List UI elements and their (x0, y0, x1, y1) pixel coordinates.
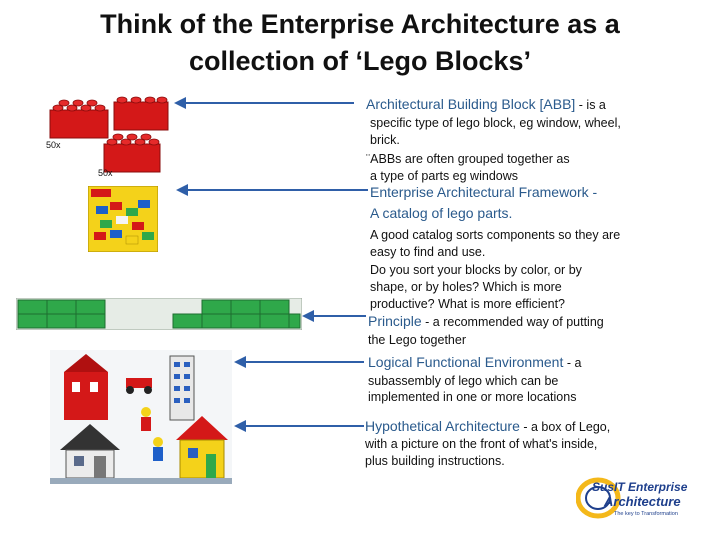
framework-desc-4: shape, or by holes? Which is more (370, 280, 562, 294)
red-bricks-image: 50x 50x (42, 96, 172, 178)
green-plates-svg (15, 297, 303, 331)
arrow-head-icon (302, 310, 314, 322)
hypo-heading-line: Hypothetical Architecture - a box of Leg… (365, 417, 610, 436)
abb-line-5: a type of parts eg windows (370, 169, 518, 183)
company-logo: SusIT Enterprise Architecture The key to… (576, 476, 692, 522)
abb-line-4: ABBs are often grouped together as (370, 152, 570, 166)
principle-line-2: the Lego together (368, 333, 466, 347)
arrow-head-icon (234, 356, 246, 368)
title-line-1: Think of the Enterprise Architecture as … (100, 9, 620, 39)
framework-heading: Enterprise Architectural Framework - (370, 184, 598, 200)
principle-heading-line: Principle - a recommended way of putting (368, 312, 604, 331)
lego-town-image (50, 350, 232, 484)
slide-title: Think of the Enterprise Architecture as … (20, 6, 700, 80)
abb-line-3: brick. (370, 133, 400, 147)
lfe-line-3: implemented in one or more locations (368, 390, 577, 404)
hypo-line-3: plus building instructions. (365, 454, 505, 468)
brick-qty-label-2: 50x (98, 168, 113, 178)
logo-line-1: SusIT Enterprise (592, 480, 688, 494)
abb-heading-suffix: - is a (575, 98, 606, 112)
lego-box-svg (87, 185, 159, 253)
green-plates-image (15, 297, 303, 331)
title-line-2: collection of ‘Lego Blocks’ (188, 46, 532, 76)
abb-heading: Architectural Building Block [ABB] - is … (366, 95, 606, 115)
abb-bullet-line: ¨ABBs are often grouped together as (366, 151, 570, 168)
lego-town-svg (50, 350, 232, 484)
hypo-suffix: - a box of Lego, (519, 420, 611, 434)
arrow-head-icon (174, 97, 186, 109)
lfe-heading-line: Logical Functional Environment - a (368, 353, 581, 372)
framework-desc-5: productive? What is more efficient? (370, 297, 566, 311)
logo-swoosh-icon (576, 477, 621, 519)
framework-line-2: A catalog of lego parts. (370, 205, 513, 221)
abb-line-2: specific type of lego block, eg window, … (370, 116, 621, 130)
hypo-heading: Hypothetical Architecture (365, 418, 520, 434)
logo-tagline: The key to Transformation (614, 511, 678, 517)
arrow-head-icon (234, 420, 246, 432)
framework-desc-2: easy to find and use. (370, 245, 486, 259)
arrow-head-icon (176, 184, 188, 196)
brick-qty-label-1: 50x (46, 140, 61, 150)
lfe-line-2: subassembly of lego which can be (368, 374, 559, 388)
red-bricks-svg (49, 96, 169, 173)
lfe-suffix: - a (563, 356, 582, 370)
logo-line-2: Architecture (604, 494, 681, 509)
lego-box-image (87, 185, 159, 253)
hypo-line-2: with a picture on the front of what's in… (365, 437, 598, 451)
principle-heading: Principle (368, 313, 422, 329)
bullet-icon: ¨ (366, 152, 371, 166)
framework-desc-3: Do you sort your blocks by color, or by (370, 263, 582, 277)
abb-heading-term: Architectural Building Block [ABB] (366, 96, 576, 112)
principle-suffix: - a recommended way of putting (421, 315, 604, 329)
framework-desc-1: A good catalog sorts components so they … (370, 228, 621, 242)
lfe-heading: Logical Functional Environment (368, 354, 564, 370)
